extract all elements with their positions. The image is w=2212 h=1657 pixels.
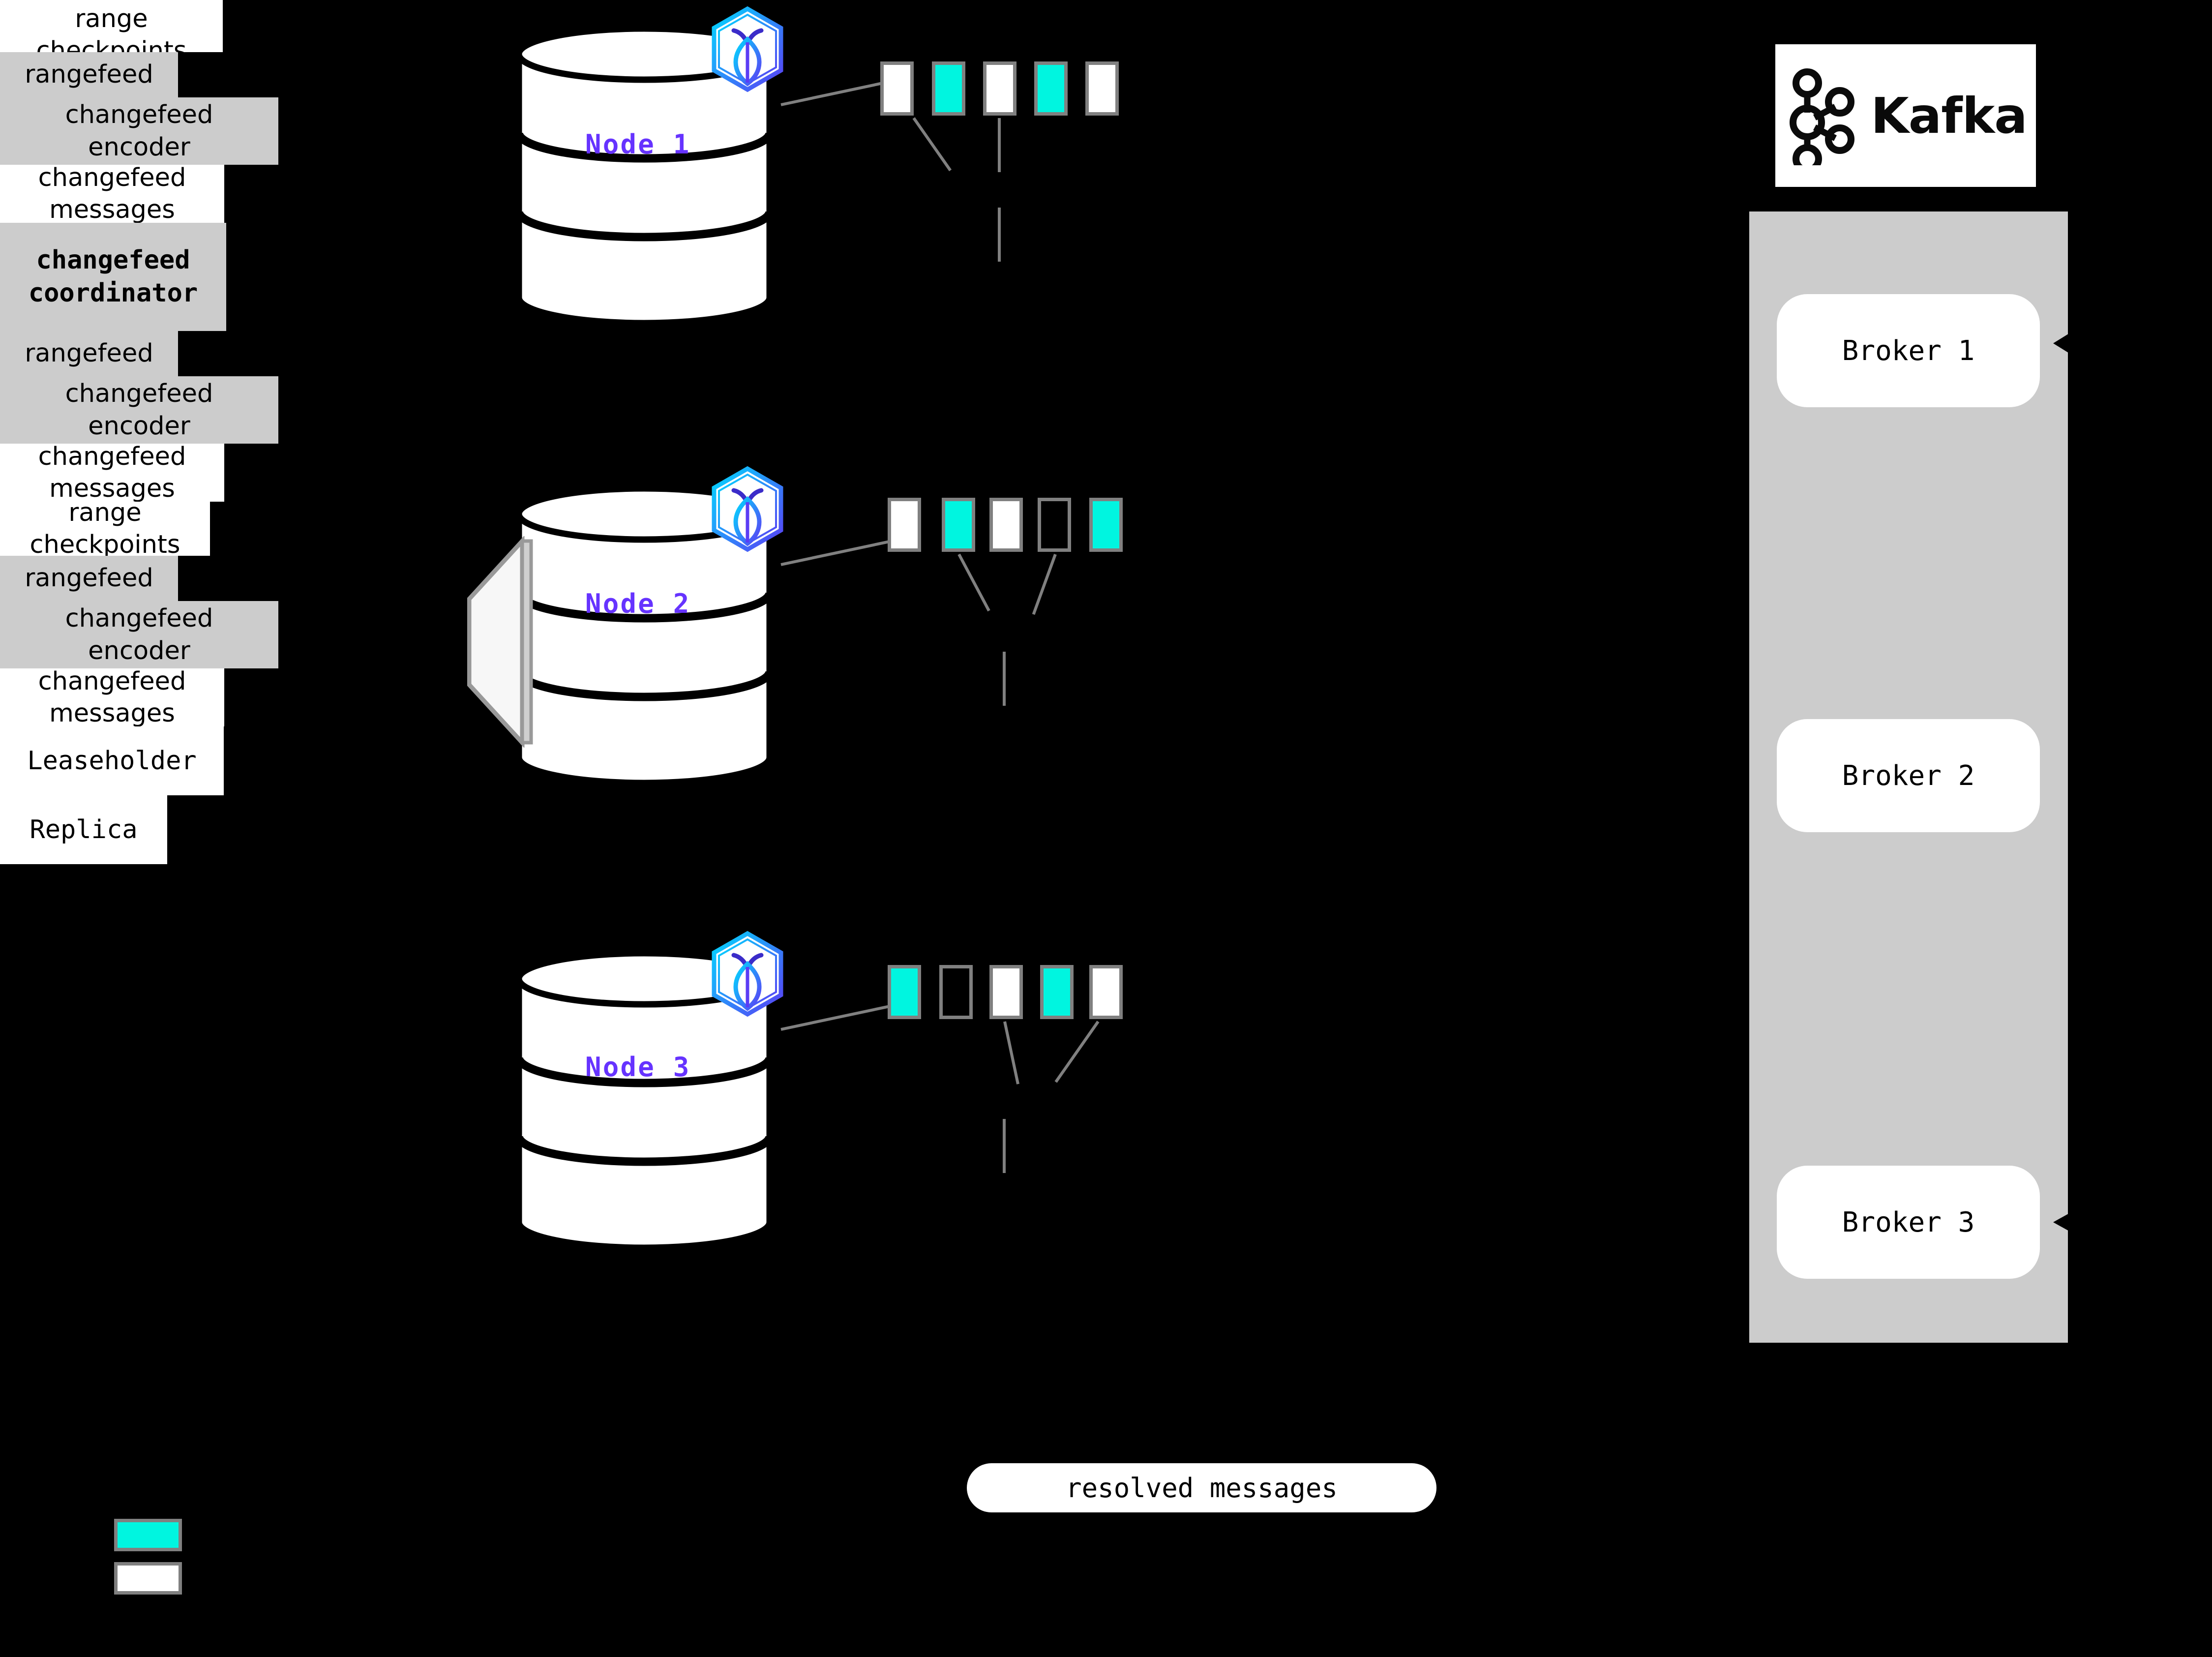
range-box bbox=[1038, 498, 1071, 552]
range-box bbox=[989, 498, 1023, 552]
node-1-cylinder bbox=[514, 27, 775, 327]
changefeed-coordinator-box: changefeed coordinator bbox=[0, 223, 226, 331]
range-checkpoints-label-1: range checkpoints bbox=[0, 0, 223, 52]
range-box bbox=[1040, 965, 1074, 1019]
range-box bbox=[888, 965, 921, 1019]
kafka-logo-icon bbox=[1784, 64, 1858, 174]
encoder-box-2: changefeed encoder bbox=[0, 376, 278, 444]
node-3-cylinder bbox=[514, 952, 775, 1252]
node-2-label: Node 2 bbox=[585, 588, 691, 619]
legend-label-replica: Replica bbox=[0, 795, 167, 864]
connector-range-rangefeed-2a bbox=[957, 553, 990, 612]
connector-range-rangefeed-3b bbox=[1054, 1021, 1100, 1083]
legend-swatch-leaseholder bbox=[114, 1519, 182, 1551]
connector-rangefeed-encoder-3 bbox=[1003, 1119, 1006, 1173]
incoming-arrow-head-3 bbox=[2053, 1212, 2071, 1232]
range-box bbox=[1034, 61, 1068, 116]
range-box bbox=[983, 61, 1016, 116]
changefeed-messages-label-3: changefeed messages bbox=[0, 668, 224, 726]
range-box bbox=[880, 61, 914, 116]
node-2-cylinder bbox=[514, 487, 775, 787]
range-box bbox=[989, 965, 1023, 1019]
rangefeed-box-1: rangefeed bbox=[0, 52, 178, 97]
legend-label-leaseholder: Leaseholder bbox=[0, 726, 224, 795]
connector-node3-range bbox=[780, 1003, 899, 1031]
coordinator-wedge bbox=[467, 535, 551, 749]
range-checkpoints-label-3: range checkpoints bbox=[0, 502, 210, 556]
cockroachdb-hex-icon bbox=[708, 465, 787, 553]
range-box bbox=[888, 498, 921, 552]
connector-range-rangefeed-1b bbox=[998, 118, 1001, 172]
connector-range-rangefeed-1a bbox=[912, 117, 952, 172]
legend-swatch-replica bbox=[114, 1562, 182, 1595]
kafka-wordmark: Kafka bbox=[1871, 87, 2027, 145]
connector-range-rangefeed-2b bbox=[1032, 553, 1057, 615]
incoming-arrow-head-1 bbox=[2053, 331, 2074, 356]
rangefeed-box-2: rangefeed bbox=[0, 331, 178, 376]
cockroachdb-hex-icon bbox=[708, 930, 787, 1018]
connector-rangefeed-encoder-2 bbox=[1003, 652, 1006, 706]
changefeed-messages-label-2: changefeed messages bbox=[0, 444, 224, 502]
changefeed-messages-label-1: changefeed messages bbox=[0, 165, 224, 223]
broker-box-2: Broker 2 bbox=[1777, 719, 2040, 832]
encoder-box-3: changefeed encoder bbox=[0, 601, 278, 668]
node-3-label: Node 3 bbox=[585, 1052, 691, 1083]
connector-node2-range bbox=[780, 538, 899, 566]
range-box bbox=[942, 498, 975, 552]
range-box bbox=[1089, 965, 1123, 1019]
range-box bbox=[1089, 498, 1123, 552]
connector-range-rangefeed-3a bbox=[1003, 1021, 1019, 1085]
range-box bbox=[932, 61, 965, 116]
range-box bbox=[1085, 61, 1119, 116]
resolved-messages-pill: resolved messages bbox=[967, 1463, 1436, 1512]
node-1-label: Node 1 bbox=[585, 129, 691, 160]
cockroachdb-hex-icon bbox=[708, 5, 787, 93]
encoder-box-1: changefeed encoder bbox=[0, 97, 278, 165]
kafka-logo-box: Kafka bbox=[1775, 44, 2036, 187]
connector-rangefeed-encoder-1 bbox=[998, 208, 1001, 262]
range-box bbox=[939, 965, 973, 1019]
broker-box-1: Broker 1 bbox=[1777, 294, 2040, 407]
rangefeed-box-3: rangefeed bbox=[0, 556, 178, 601]
broker-box-3: Broker 3 bbox=[1777, 1166, 2040, 1279]
